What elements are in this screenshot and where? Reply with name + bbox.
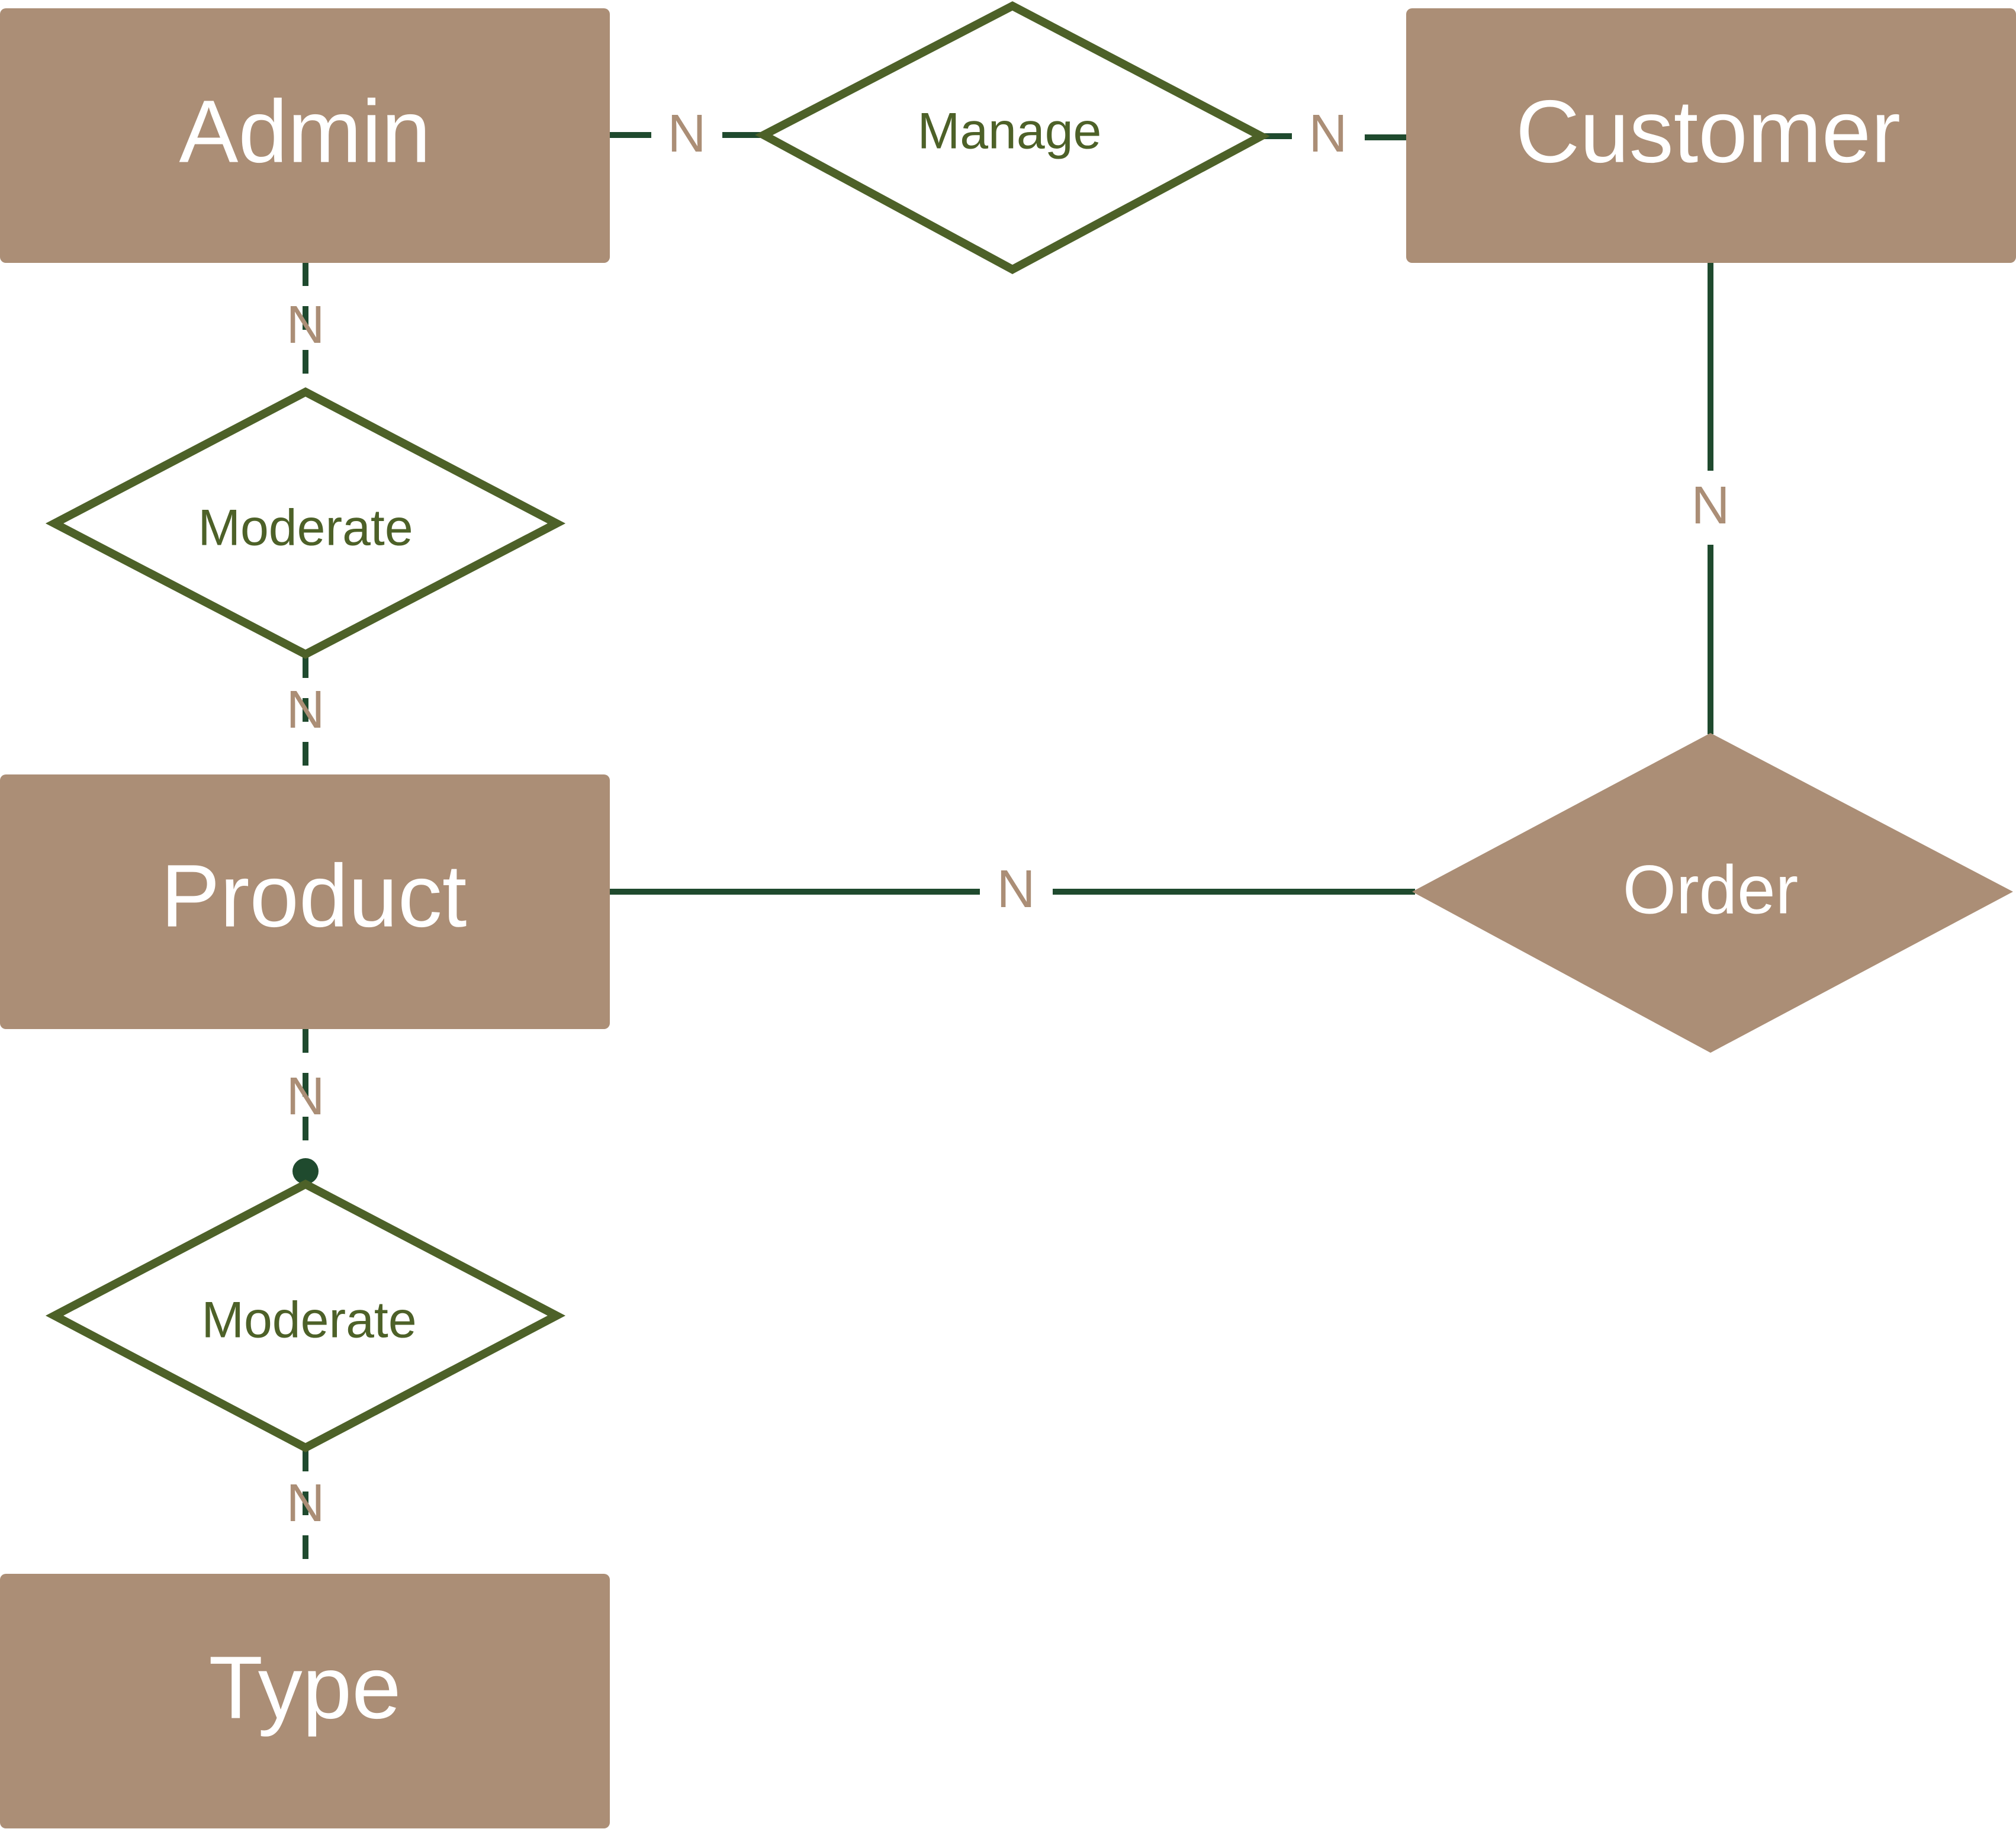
entity-type-box (0, 1574, 610, 1828)
entity-customer-box (1406, 8, 2016, 263)
relationship-manage-diamond (755, 1, 1270, 274)
relationship-moderate-admin-product[interactable]: Moderate (45, 387, 566, 659)
relationship-order[interactable]: Order (1412, 733, 2013, 1053)
cardinality-admin-manage: N (668, 104, 706, 163)
cardinality-product-order: N (997, 860, 1036, 919)
entity-customer-label: Customer (1516, 82, 1901, 181)
cardinality-customer-order: N (1692, 476, 1730, 535)
cardinality-moderate-type: N (287, 1474, 325, 1533)
entity-type[interactable]: Type (0, 1574, 610, 1828)
entity-product-label: Product (161, 846, 467, 946)
cardinality-product-moderate: N (287, 1067, 325, 1126)
relationship-moderate-product-type[interactable]: Moderate (45, 1179, 566, 1452)
entity-admin-label: Admin (179, 82, 430, 181)
entity-admin-box (0, 8, 610, 263)
cardinality-labels: N N N N N N N N (287, 104, 1730, 1533)
cardinality-admin-moderate: N (287, 295, 325, 355)
entity-customer[interactable]: Customer (1406, 8, 2016, 263)
cardinality-manage-customer: N (1309, 104, 1348, 163)
relationship-manage[interactable]: Manage (755, 1, 1270, 274)
entity-product-box (0, 774, 610, 1029)
relationship-moderate-lower-diamond (45, 1179, 566, 1452)
entity-type-label: Type (208, 1638, 401, 1737)
entity-admin[interactable]: Admin (0, 8, 610, 263)
relationship-order-label: Order (1623, 851, 1799, 928)
relationship-manage-label: Manage (918, 103, 1102, 160)
relationship-moderate-diamond (45, 387, 566, 659)
connectors (303, 132, 1713, 1575)
entity-product[interactable]: Product (0, 774, 610, 1029)
relationship-order-diamond (1412, 733, 2013, 1053)
relationship-moderate-lower-label: Moderate (201, 1292, 416, 1349)
cardinality-moderate-product: N (287, 680, 325, 740)
relationship-moderate-label: Moderate (198, 500, 413, 557)
connector-dot (292, 1158, 319, 1184)
